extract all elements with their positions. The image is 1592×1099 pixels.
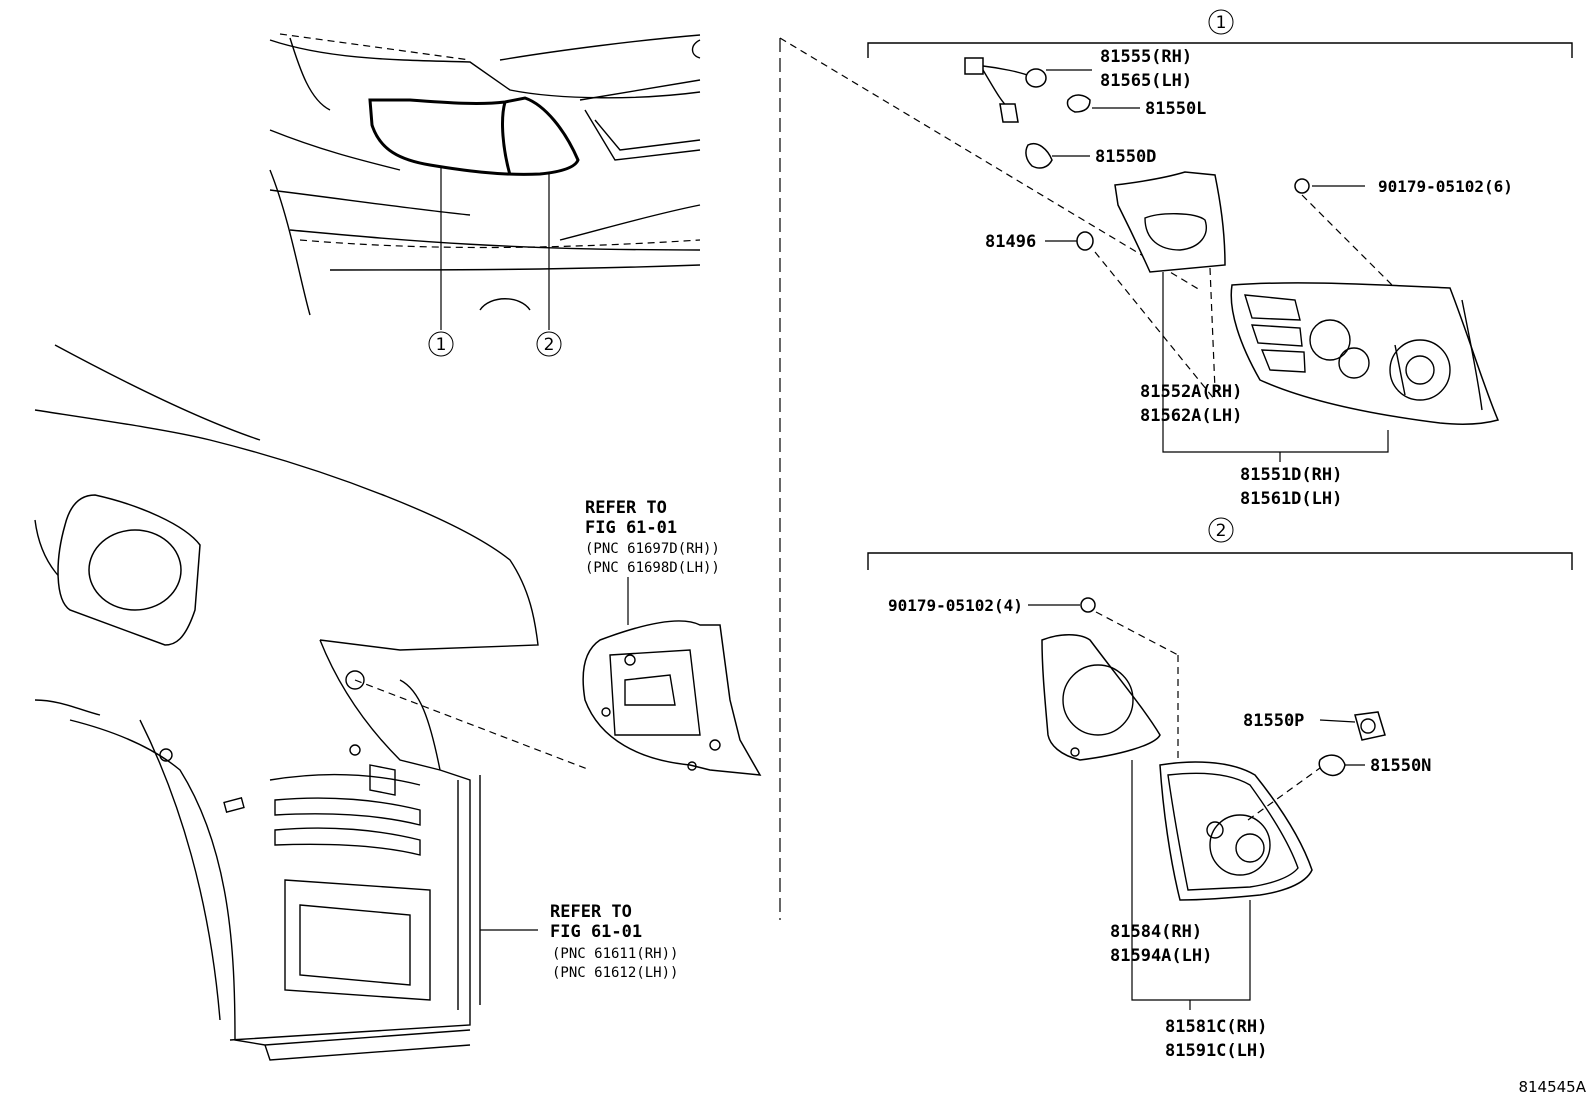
label-socket-rh: 81555(RH)	[1100, 47, 1192, 67]
gasket-81584	[1041, 634, 1161, 761]
tail-lamp-assembly-2	[1159, 761, 1321, 901]
callout-1-group-digit: 1	[1216, 13, 1227, 33]
refer-lower-line3: (PNC 61611(RH))	[552, 946, 678, 962]
callout-2-overview-digit: 2	[544, 335, 555, 355]
refer-upper-line1: REFER TO	[585, 498, 667, 518]
packing-81496	[1045, 231, 1094, 251]
label-bulb-l: 81550L	[1145, 99, 1206, 119]
tail-lamp-assembly-1	[1230, 282, 1500, 425]
refer-upper-line2: FIG 61-01	[585, 518, 677, 538]
label-lamp-1-rh: 81551D(RH)	[1240, 465, 1342, 485]
screw-90179-6	[1294, 178, 1396, 289]
label-socket-p: 81550P	[1243, 711, 1304, 731]
screw-90179-4	[1028, 597, 1179, 760]
refer-lower-line2: FIG 61-01	[550, 922, 642, 942]
socket-81550P	[1319, 711, 1386, 741]
label-gasket-2-lh: 81594A(LH)	[1110, 946, 1212, 966]
label-screw-6: 90179-05102(6)	[1378, 177, 1513, 196]
label-lamp-2-lh: 81591C(LH)	[1165, 1041, 1267, 1061]
gasket-81552A	[1114, 171, 1226, 273]
bulb-81550N	[1318, 754, 1365, 777]
label-lamp-1-lh: 81561D(LH)	[1240, 489, 1342, 509]
label-bulb-d: 81550D	[1095, 147, 1156, 167]
document-id: 814545A	[1518, 1078, 1586, 1096]
callout-1-overview	[428, 331, 454, 357]
label-packing: 81496	[985, 232, 1036, 252]
group-2-header	[867, 517, 1573, 570]
quarter-panel	[34, 344, 539, 1061]
refer-upper-line4: (PNC 61698D(LH))	[585, 560, 720, 576]
section-link-dashed	[779, 37, 1201, 291]
label-lamp-2-rh: 81581C(RH)	[1165, 1017, 1267, 1037]
label-gasket-1-lh: 81562A(LH)	[1140, 406, 1242, 426]
label-gasket-2-rh: 81584(RH)	[1110, 922, 1202, 942]
label-gasket-1-rh: 81552A(RH)	[1140, 382, 1242, 402]
refer-lower-line1: REFER TO	[550, 902, 632, 922]
callout-2-overview	[536, 331, 562, 357]
label-screw-4: 90179-05102(4)	[888, 596, 1023, 615]
bulb-81550L	[1066, 94, 1140, 113]
panel-bracket-dashed-link	[354, 679, 591, 771]
socket-wiring-81555	[964, 57, 1092, 123]
lamp-mounting-bracket	[582, 577, 762, 776]
car-rear-overview	[269, 33, 701, 330]
label-bulb-n: 81550N	[1370, 756, 1431, 776]
label-socket-lh: 81565(LH)	[1100, 71, 1192, 91]
refer-lower-line4: (PNC 61612(LH))	[552, 965, 678, 981]
group-1-header	[867, 9, 1573, 58]
refer-upper-line3: (PNC 61697D(RH))	[585, 541, 720, 557]
callout-1-overview-digit: 1	[436, 335, 447, 355]
callout-2-group-digit: 2	[1216, 521, 1227, 541]
bulb-81550D	[1025, 143, 1090, 169]
